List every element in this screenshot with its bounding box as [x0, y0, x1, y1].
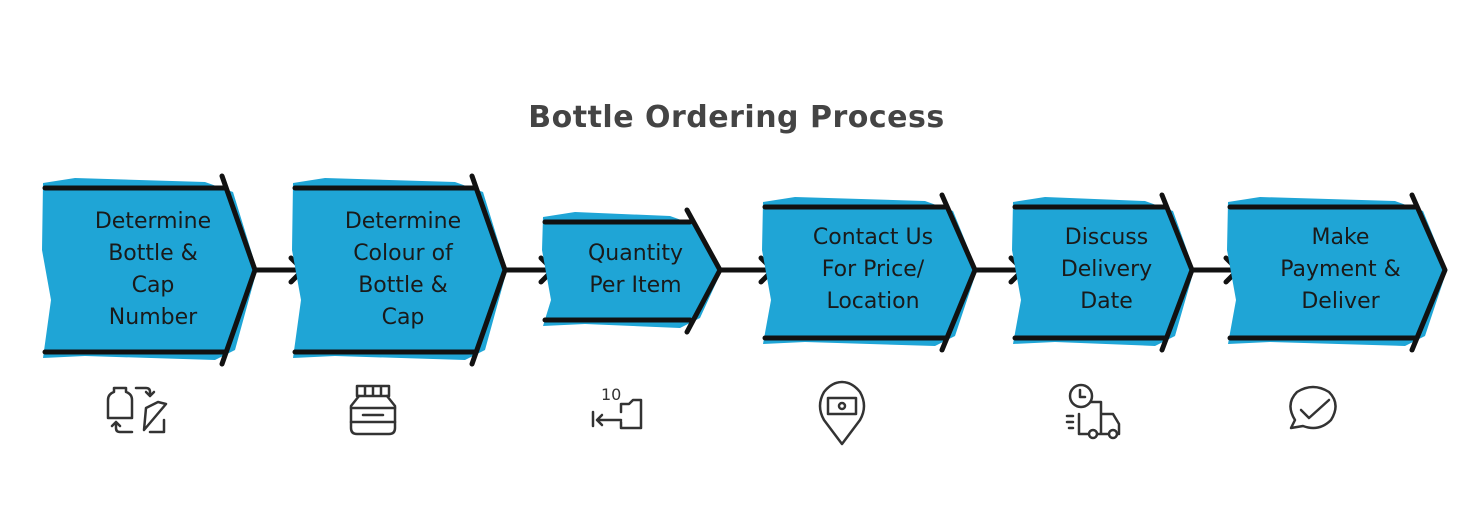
jar-icon [349, 384, 397, 436]
step-fill [762, 197, 977, 346]
step-label-line: Cap [381, 305, 425, 330]
step-label-line: Contact Us [812, 225, 934, 250]
step-fill [292, 178, 507, 360]
step-label: Contact Us For Price/Location [813, 222, 933, 318]
step-label-line: Quantity [587, 241, 684, 266]
step-label-line: Make [1311, 225, 1370, 250]
step-label-line: For Price/ [821, 257, 925, 282]
step-label-line: Per Item [589, 273, 682, 298]
quantity-number: 10 [601, 385, 621, 404]
step-label-line: Number [108, 305, 198, 330]
step-label-line: Deliver [1301, 289, 1380, 314]
bottle-cap-swap-icon [106, 386, 168, 434]
delivery-truck-clock-icon [1065, 383, 1121, 440]
check-chat-icon [1289, 385, 1337, 430]
step-fill [42, 178, 257, 360]
step-label-line: Cap [131, 273, 175, 298]
quantity-icon: 10 [591, 385, 643, 430]
diagram-title: Bottle Ordering Process [528, 100, 945, 135]
step-label-line: Discuss [1064, 225, 1149, 250]
step-label-line: Payment & [1280, 257, 1401, 282]
location-money-icon [818, 380, 866, 446]
step-chevron-point [1409, 192, 1448, 353]
step-fill [542, 212, 722, 328]
step-label-line: Determine [344, 209, 462, 234]
step-label-line: Bottle & [108, 241, 198, 266]
step-fill [1227, 197, 1447, 346]
step-label-line: Location [826, 289, 920, 314]
step-label-line: Determine [94, 209, 212, 234]
process-step-6 [1227, 192, 1448, 353]
process-step-2 [292, 173, 508, 367]
process-step-4 [762, 192, 978, 353]
step-fill [1012, 197, 1194, 346]
step-label-line: Delivery [1060, 257, 1153, 282]
step-label-line: Bottle & [358, 273, 448, 298]
step-label-line: Colour of [353, 241, 453, 266]
step-label-line: Date [1080, 289, 1133, 314]
process-step-5 [1012, 192, 1195, 353]
